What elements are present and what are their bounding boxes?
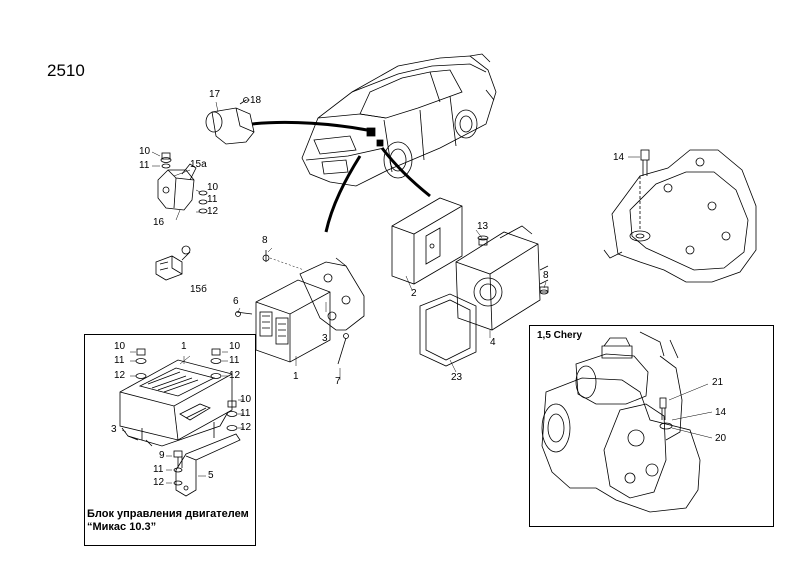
callout-4: 4 [490,337,496,348]
callout-12: 12 [114,370,126,381]
ecu-mount [455,225,549,331]
callout-13: 13 [477,221,489,232]
callout-3: 3 [111,424,117,435]
callout-6: 6 [233,296,239,307]
ecu-caption-line2: “Микас 10.3” [87,521,157,533]
sensor-15b [155,245,191,281]
callout-16: 16 [153,217,165,228]
callout-10: 10 [229,341,241,352]
callout-15b: 15б [190,284,207,295]
callout-11: 11 [229,355,240,366]
callout-11: 11 [114,355,125,366]
callout-21: 21 [712,377,724,388]
callout-12: 12 [153,477,165,488]
callout-11: 11 [153,464,164,475]
callout-10: 10 [114,341,126,352]
callout-7: 7 [335,376,341,387]
callout-3: 3 [322,333,328,344]
sensor-17 [205,97,255,145]
chery-detail-frame [529,325,774,527]
ecu-right [391,197,463,285]
callout-12: 12 [240,422,252,433]
callout-15a: 15a [190,159,207,170]
callout-23: 23 [451,372,463,383]
diagram-number: 2510 [47,61,85,80]
callout-10: 10 [139,146,151,157]
sensor-15a [157,163,197,211]
callout-14: 14 [613,152,625,163]
ecu-caption-line1: Блок управления двигателем [87,508,249,520]
callout-5: 5 [208,470,214,481]
ecu-assembly-kit [119,359,241,497]
callout-11: 11 [139,160,150,171]
callout-18: 18 [250,95,262,106]
callout-10: 10 [240,394,252,405]
chery-engine-transmission [541,331,701,513]
callout-8: 8 [543,270,549,281]
callout-1: 1 [293,371,299,382]
callout-9: 9 [159,450,165,461]
gasket-23 [419,293,477,367]
callout-14: 14 [715,407,727,418]
gearbox-housing [603,149,757,283]
ecu-detail-frame [84,334,256,546]
callout-10: 10 [207,182,219,193]
callout-1: 1 [181,341,187,352]
callout-12: 12 [207,206,219,217]
callout-17: 17 [209,89,221,100]
callout-12: 12 [229,370,241,381]
callout-8: 8 [262,235,268,246]
chery-box-title: 1,5 Chery [537,330,583,341]
callout-20: 20 [715,433,727,444]
callout-2: 2 [411,288,417,299]
callout-11: 11 [207,194,218,205]
callout-11: 11 [240,408,251,419]
ecu-center [255,257,365,363]
